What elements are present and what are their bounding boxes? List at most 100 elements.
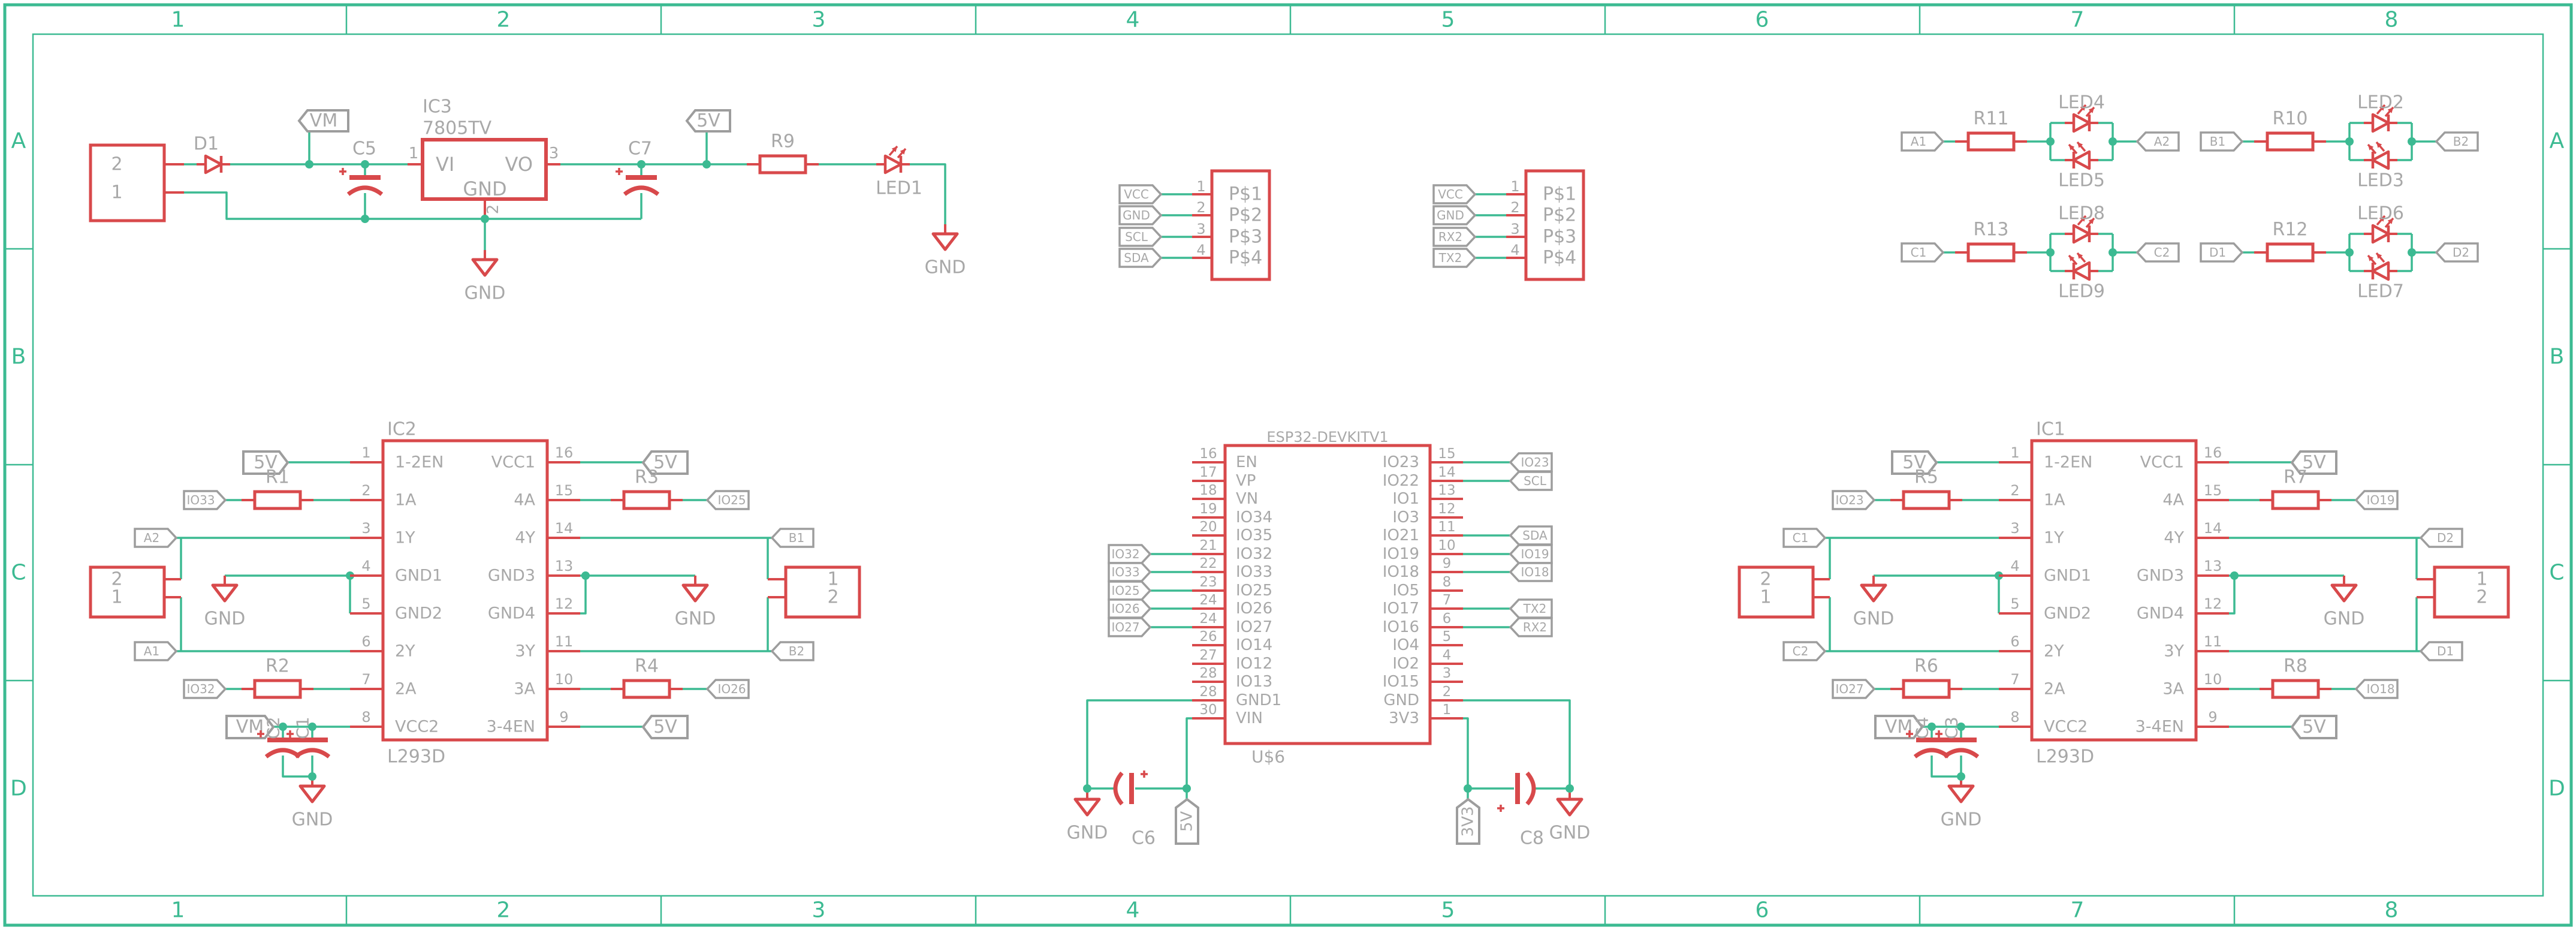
resistor-r8: [2271, 679, 2320, 699]
resistor-r13: [1966, 242, 2016, 263]
junction-dot: [2345, 248, 2354, 257]
junction-dot: [1565, 784, 1574, 793]
resistor-label: R12: [2272, 219, 2307, 240]
pin-number: 7: [361, 671, 370, 688]
net-flag-label: RX2: [1523, 620, 1547, 634]
pin-label: 1A: [2044, 491, 2065, 510]
led-led9-emit-arrowhead: [2069, 255, 2075, 261]
net-flag-io33: [1108, 562, 1152, 582]
pin-number: 6: [1443, 611, 1452, 627]
led-led7-emit-arrowhead: [2368, 255, 2374, 261]
net-flag-label: C2: [1793, 644, 1809, 658]
pin-label: 2A: [2044, 680, 2065, 699]
pin-label: VCC1: [491, 453, 535, 472]
pin-label: IO33: [1236, 563, 1272, 581]
frame-row-label: B: [2550, 345, 2565, 369]
net-flag-scl: [1118, 227, 1163, 247]
net-flag-label: VCC: [1438, 187, 1463, 201]
junction-dot: [308, 723, 316, 731]
pin-number: 16: [2204, 444, 2222, 461]
led-led6-triangle: [2371, 224, 2390, 244]
pin-number: 20: [1199, 519, 1217, 535]
motor-a-connector: [89, 565, 166, 619]
capacitor-label: C1: [293, 717, 313, 739]
net-flag-io27: [1832, 679, 1876, 699]
frame-column-label: 4: [1126, 8, 1140, 32]
ic-name: IC1: [2036, 419, 2065, 440]
label: P$4: [1229, 248, 1262, 269]
supply-flag-label: 5V: [653, 717, 677, 738]
net-flag-label: C2: [2154, 245, 2170, 260]
diode-label: D1: [194, 134, 219, 155]
led-led7-emit-arrowhead: [2376, 253, 2382, 259]
pin-number: 12: [555, 595, 574, 612]
led-led1-emit-arrowhead: [891, 146, 897, 152]
resistor-r11: [1966, 131, 2016, 152]
label: 1: [111, 182, 122, 203]
pin-number: 8: [361, 709, 370, 726]
motor-c-connector: [1738, 565, 1815, 619]
net-flag-d1: [2200, 242, 2244, 263]
net-flag-label: D1: [2209, 245, 2226, 260]
net-flag-label: IO27: [1111, 620, 1139, 634]
frame-column-label: 2: [497, 898, 511, 923]
led-led8-triangle: [2072, 224, 2091, 244]
pin-number: 2: [1443, 684, 1452, 700]
supply-flag-5v: [1175, 797, 1199, 845]
pin-number: 10: [555, 671, 574, 688]
pin-label: 1Y: [2044, 529, 2064, 547]
pin-label: IO21: [1383, 526, 1419, 544]
junction-dot: [305, 160, 313, 168]
ic-esp32-devkitv1: [1223, 444, 1432, 745]
gnd-label: GND: [1549, 823, 1591, 844]
led-led6-emit-arrowhead: [2379, 216, 2385, 222]
pin-label: IO35: [1236, 526, 1272, 544]
led-led8-emit-arrowhead: [2088, 218, 2094, 224]
frame-column-label: 6: [1755, 8, 1769, 32]
gnd-label: GND: [925, 257, 966, 278]
led-led1-emit-arrowhead: [900, 149, 906, 155]
led-led2-triangle: [2371, 113, 2390, 133]
led-led2-emit-arrowhead: [2387, 107, 2393, 113]
label: 2: [1196, 199, 1205, 216]
ic-ic3-7805tv: [421, 138, 548, 201]
gnd-label: GND: [292, 809, 333, 830]
pin-number: 6: [2010, 633, 2019, 650]
resistor-label: R7: [2284, 467, 2307, 488]
ic-value: L293D: [2036, 747, 2094, 768]
resistor-label: R13: [1973, 219, 2008, 240]
led-label: LED3: [2357, 170, 2404, 191]
net-flag-label: A2: [144, 531, 159, 545]
net-flag-b2: [2435, 131, 2479, 152]
frame-column-label: 6: [1755, 898, 1769, 923]
resistor-r4: [622, 679, 671, 699]
supply-flag-5v: [2290, 715, 2337, 739]
resistor-label: R8: [2284, 656, 2307, 677]
resistor-r1: [253, 490, 302, 510]
ic-name: IC3: [423, 97, 452, 118]
pin-label: GND3: [2137, 567, 2184, 585]
net-flag-label: B1: [2210, 134, 2225, 149]
power-connector: [89, 143, 166, 222]
ic-value: 7805TV: [423, 118, 492, 139]
net-flag-gnd: [1432, 205, 1477, 225]
pin-label: 4Y: [515, 529, 535, 547]
pin-label: IO12: [1236, 655, 1272, 673]
label: 1: [1196, 178, 1205, 195]
pin-number: 14: [2204, 520, 2222, 537]
pin-number: 17: [1199, 465, 1217, 480]
net-flag-label: TX2: [1523, 601, 1547, 616]
supply-flag-5v: [641, 715, 689, 739]
pin-number: 24: [1199, 592, 1217, 608]
pin-number: 11: [555, 633, 574, 650]
led-label: LED4: [2058, 92, 2105, 113]
supply-flag-label: 5V: [1902, 452, 1926, 473]
supply-flag-label: 5V: [2302, 717, 2326, 738]
label: 2: [2476, 587, 2487, 608]
frame-row-label: A: [11, 129, 26, 154]
pin-number: 19: [1199, 501, 1217, 517]
motor-b-connector: [784, 565, 861, 619]
net-flag-b1: [770, 528, 815, 548]
pin-number: 9: [2208, 709, 2217, 726]
capacitor-label: C2: [264, 717, 283, 739]
